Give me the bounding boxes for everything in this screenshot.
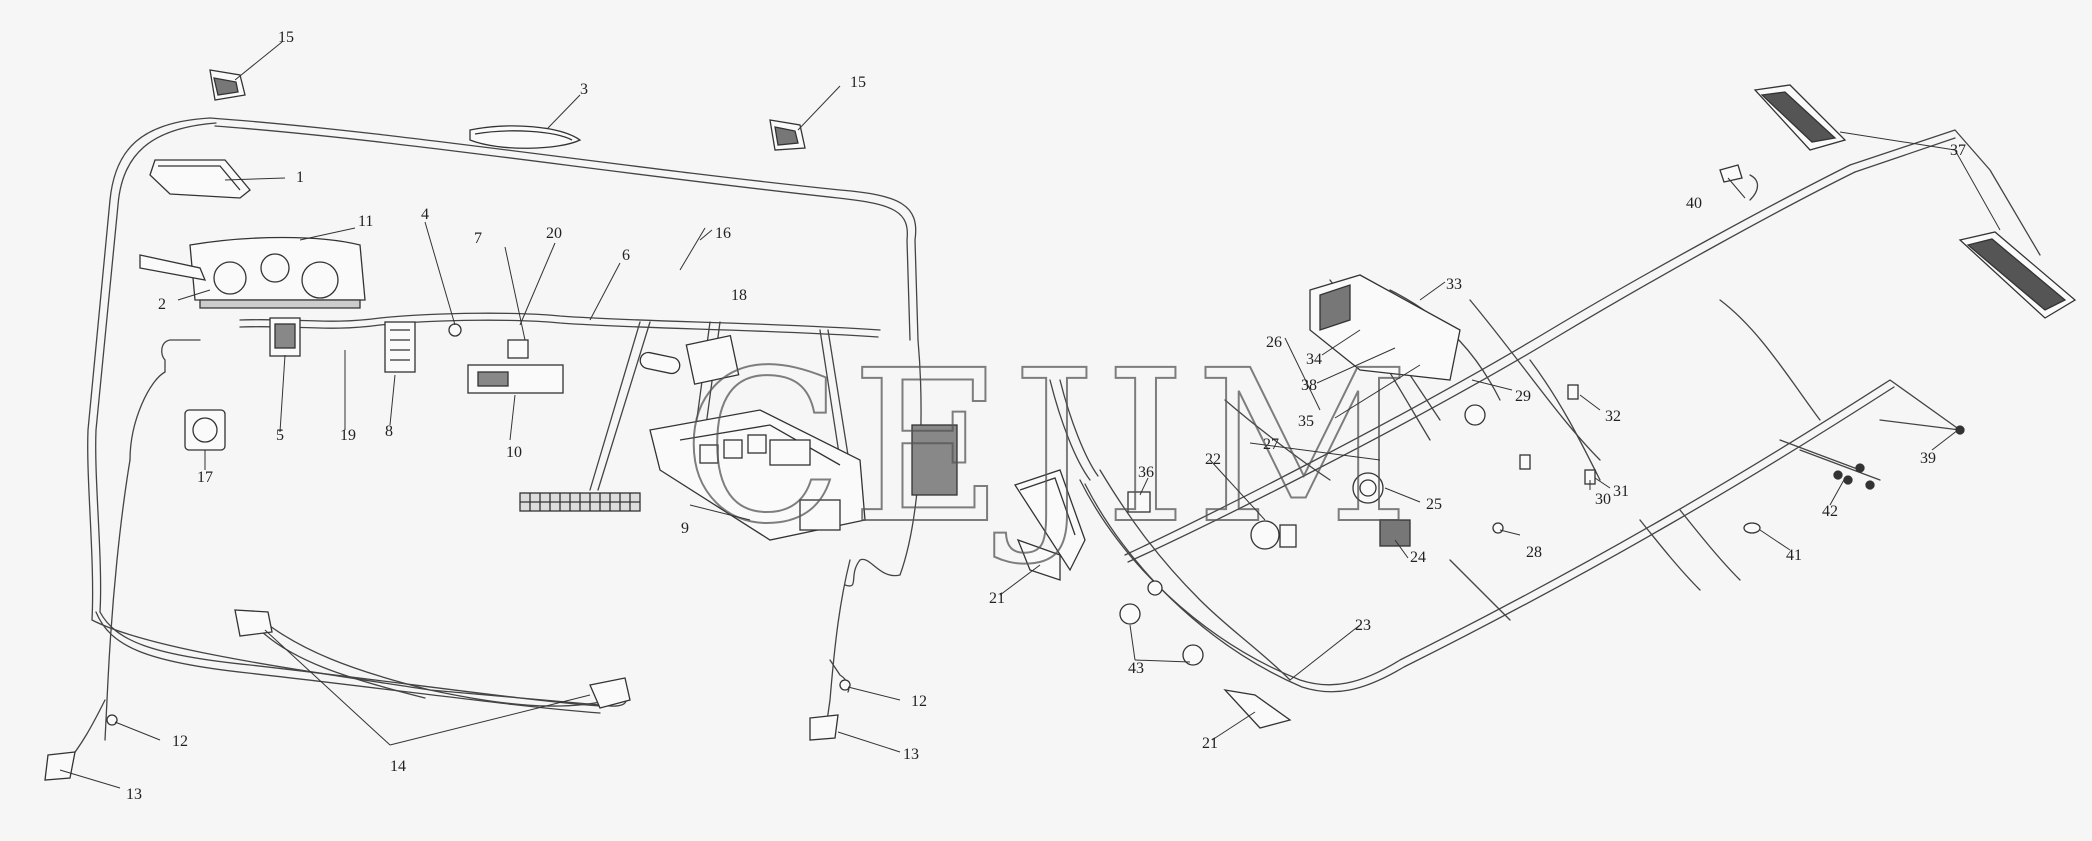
callout-39: 39 — [1920, 450, 1936, 467]
watermark: CEJIM — [682, 325, 1418, 570]
callout-11: 11 — [358, 213, 374, 230]
corner-lamp-right — [809, 714, 839, 741]
callout-12-right: 12 — [911, 693, 927, 710]
callout-22: 22 — [1205, 451, 1221, 468]
side-lamp-left — [234, 609, 273, 637]
corner-lamp-left — [44, 751, 76, 781]
callout-16: 16 — [715, 225, 731, 242]
callout-19: 19 — [340, 427, 356, 444]
callout-35: 35 — [1298, 413, 1314, 430]
callout-23: 23 — [1355, 617, 1371, 634]
horn-left — [1119, 603, 1141, 625]
callout-34: 34 — [1306, 351, 1322, 368]
control-module — [1379, 519, 1411, 547]
callout-27: 27 — [1263, 436, 1279, 453]
chassis-harness-main — [1124, 164, 1851, 556]
roof-harness — [87, 117, 627, 707]
callout-24: 24 — [1410, 549, 1426, 566]
callout-29: 29 — [1515, 388, 1531, 405]
callout-31: 31 — [1613, 483, 1629, 500]
callout-21-right: 21 — [1202, 735, 1218, 752]
callout-8: 8 — [385, 423, 393, 440]
callout-28: 28 — [1526, 544, 1542, 561]
callout-14: 14 — [390, 758, 406, 775]
callout-15-right: 15 — [850, 74, 866, 91]
callout-10: 10 — [506, 444, 522, 461]
callout-41: 41 — [1786, 547, 1802, 564]
callout-3: 3 — [580, 81, 588, 98]
callout-7: 7 — [474, 230, 482, 247]
headlamp-right — [1223, 689, 1292, 729]
relay-module — [685, 334, 740, 385]
horn-right — [1182, 644, 1204, 666]
callout-33: 33 — [1446, 276, 1462, 293]
callout-40: 40 — [1686, 195, 1702, 212]
right-drop-harness — [844, 339, 922, 587]
callout-13-left: 13 — [126, 786, 142, 803]
callout-4: 4 — [421, 206, 429, 223]
callout-36: 36 — [1138, 464, 1154, 481]
callout-21-left: 21 — [989, 590, 1005, 607]
callout-20: 20 — [546, 225, 562, 242]
callout-18: 18 — [731, 287, 747, 304]
dash-harness — [239, 312, 881, 331]
callout-43: 43 — [1128, 660, 1144, 677]
callout-13-right: 13 — [903, 746, 919, 763]
callout-32: 32 — [1605, 408, 1621, 425]
callout-1: 1 — [296, 169, 304, 186]
callout-6: 6 — [622, 247, 630, 264]
callout-12-left: 12 — [172, 733, 188, 750]
sun-visor-light — [149, 159, 251, 199]
callout-2: 2 — [158, 296, 166, 313]
callout-38: 38 — [1301, 377, 1317, 394]
callout-17: 17 — [197, 469, 213, 486]
callout-26: 26 — [1266, 334, 1282, 351]
callout-37: 37 — [1950, 142, 1966, 159]
callout-30: 30 — [1595, 491, 1611, 508]
callout-5: 5 — [276, 427, 284, 444]
callout-25: 25 — [1426, 496, 1442, 513]
motor — [1250, 520, 1280, 550]
callout-9: 9 — [681, 520, 689, 537]
callout-15-left: 15 — [278, 29, 294, 46]
headlamp-left — [1013, 469, 1086, 572]
stalk-switch — [139, 254, 207, 281]
callout-42: 42 — [1822, 503, 1838, 520]
